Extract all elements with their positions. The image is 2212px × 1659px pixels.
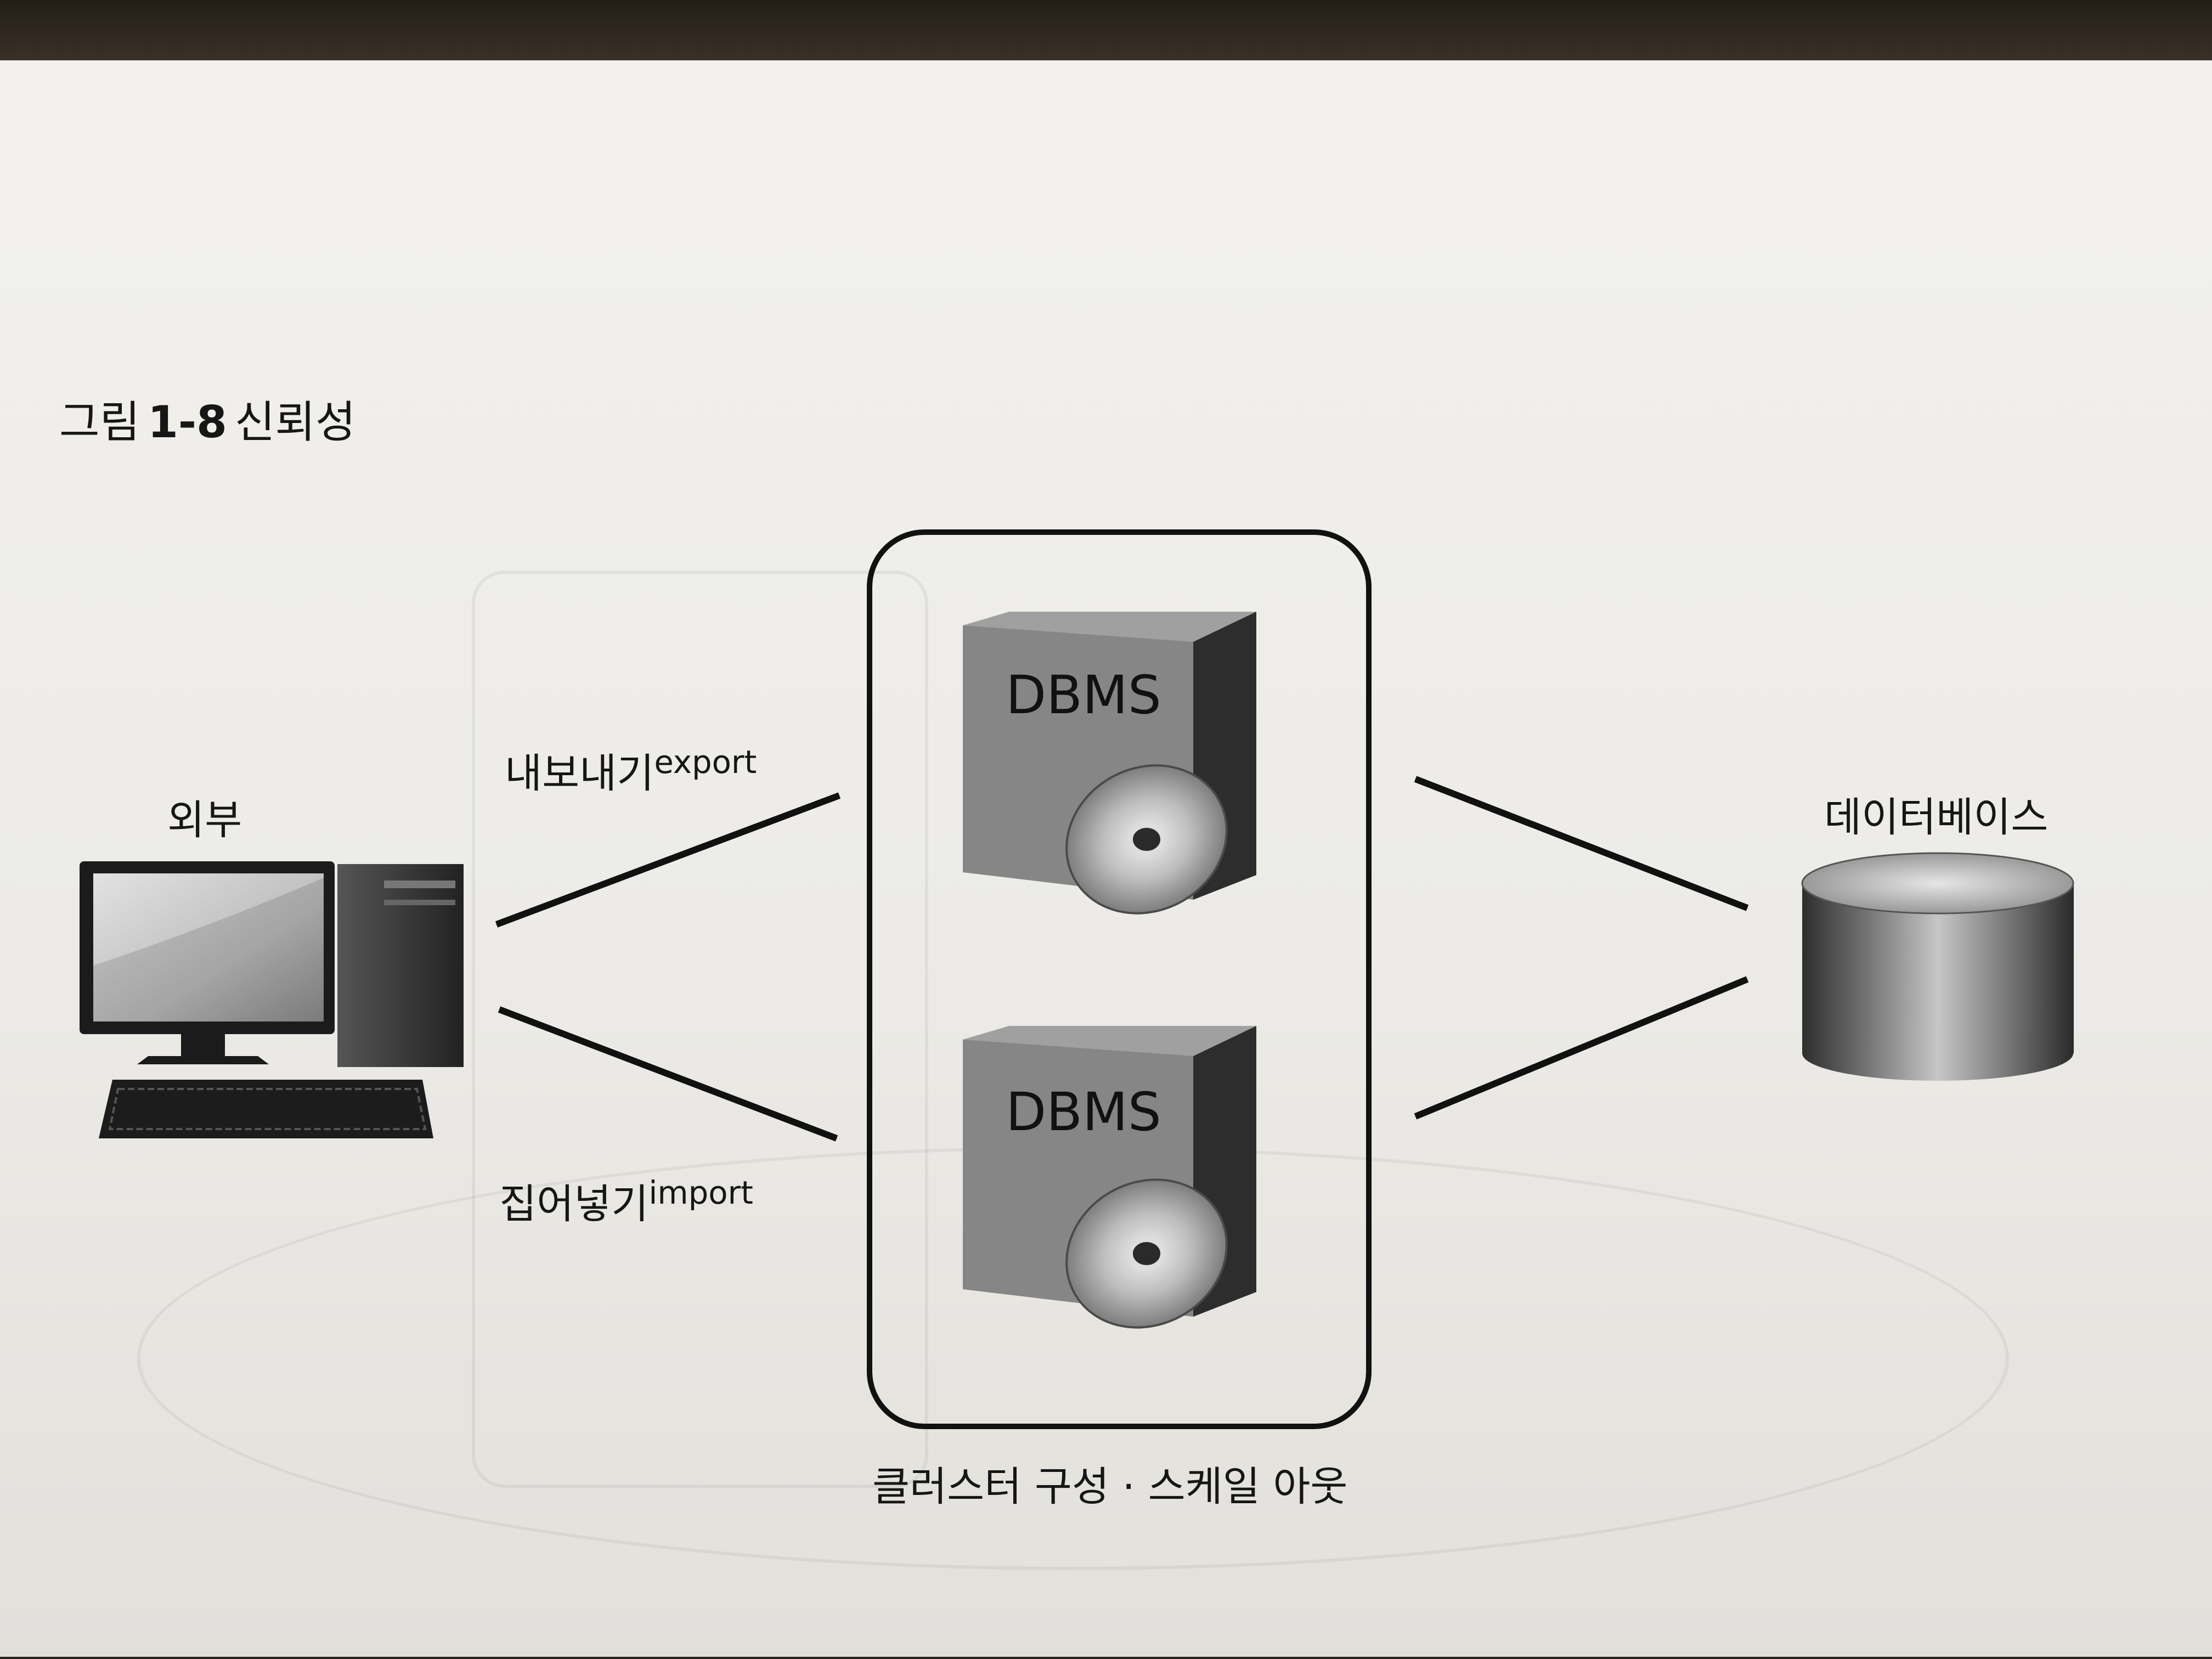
dbms-top-label: DBMS [1006,664,1161,726]
cylinder-top [1801,852,2074,915]
tower-slot [384,881,455,888]
table-background [0,0,2212,61]
import-label-en: import [648,1174,753,1212]
server-top [963,612,1256,642]
monitor-neck [181,1034,225,1056]
database-cylinder-icon [1801,852,2074,1081]
caption-title: 신뢰성 [234,397,356,448]
keyboard-keys [108,1088,427,1130]
keyboard [99,1080,433,1138]
desktop-computer-icon [80,861,464,1138]
cluster-label: 클러스터 구성 · 스케일 아웃 [872,1463,1348,1510]
cylinder-bottom [1802,1026,2073,1081]
database-label: 데이터베이스 [1824,794,2049,841]
caption-number: 1-8 [148,397,227,448]
tower-slot [384,900,455,905]
disc-hole [1130,1239,1164,1268]
sync-arrow-top [1414,776,1749,911]
export-label-en: export [654,743,757,781]
export-label-ko: 내보내기 [505,750,654,797]
sync-arrow-bottom [1414,976,1749,1120]
external-label: 외부 [167,797,242,844]
export-label: 내보내기export [505,741,757,799]
disc-hole [1130,825,1164,854]
cluster-box [867,529,1372,1429]
import-label: 집어넣기import [499,1171,753,1230]
server-with-disc-icon: DBMS [963,612,1256,915]
server-top [963,1026,1256,1056]
server-with-disc-icon: DBMS [963,1026,1256,1329]
export-arrow [495,792,841,928]
import-label-ko: 집어넣기 [499,1181,649,1228]
import-arrow [498,1006,838,1142]
monitor-screen [93,873,324,1022]
screen-glare [93,878,324,1022]
monitor-base [137,1056,269,1064]
computer-tower [337,864,464,1067]
dbms-bottom-label: DBMS [1006,1081,1161,1143]
caption-prefix: 그림 [59,397,140,448]
